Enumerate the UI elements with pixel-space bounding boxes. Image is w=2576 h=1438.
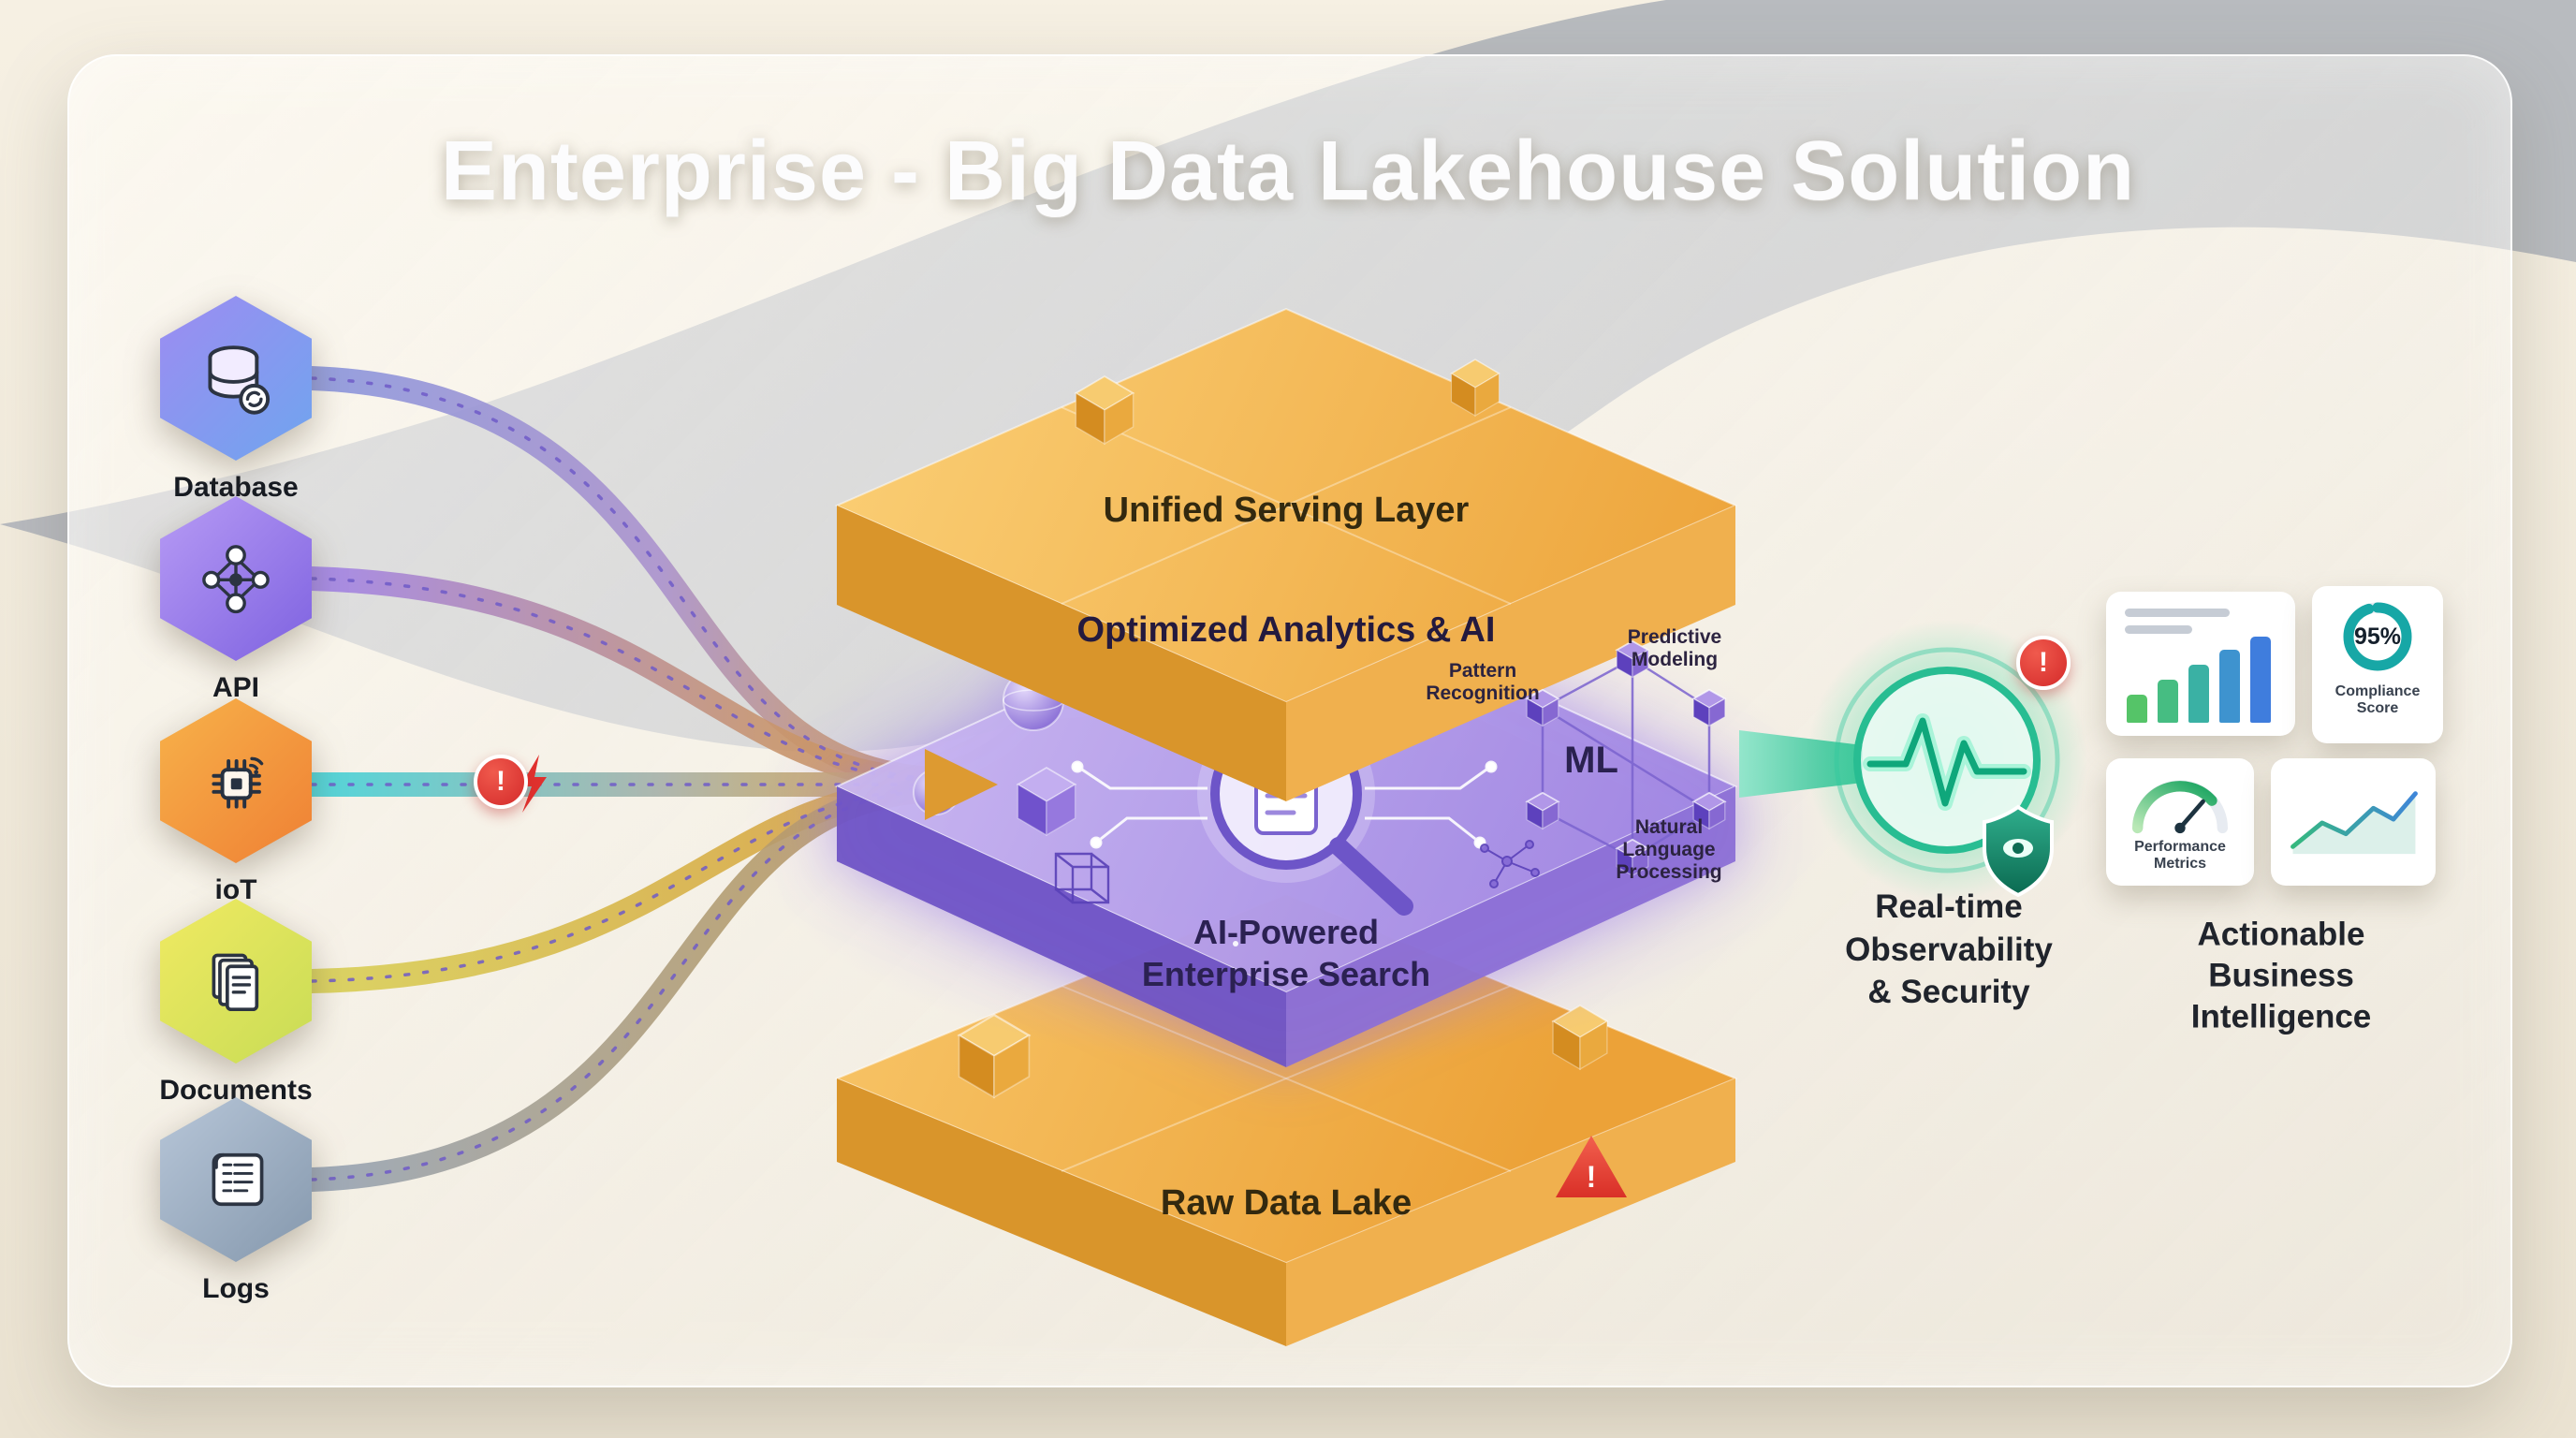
database-hexagon	[160, 296, 312, 461]
logs-scroll-icon	[212, 1152, 264, 1207]
documents-hexagon	[160, 899, 312, 1064]
source-logs: Logs	[133, 1097, 339, 1305]
gauge-icon	[2132, 780, 2228, 834]
source-label-logs: Logs	[202, 1273, 270, 1304]
bar-chart-card	[2106, 592, 2295, 736]
source-api: API	[133, 496, 339, 704]
page-title: Enterprise - Big Data Lakehouse Solution	[440, 125, 2136, 218]
alert-badge-icon: !	[474, 755, 528, 809]
performance-metrics-label: Performance Metrics	[2134, 839, 2226, 873]
text-placeholder-line	[2125, 625, 2192, 634]
compliance-score-value: 95%	[2353, 623, 2402, 650]
line-chart-icon	[2291, 791, 2418, 855]
text-placeholder-line	[2125, 609, 2230, 617]
source-documents: Documents	[133, 899, 339, 1107]
source-database: Database	[133, 296, 339, 504]
documents-icon	[212, 953, 259, 1012]
source-iot: ioT	[133, 698, 339, 906]
alert-badge-icon: !	[2016, 636, 2071, 690]
source-label-api: API	[212, 672, 259, 703]
iot-chip-icon	[212, 756, 264, 809]
compliance-score-card: 95% Compliance Score	[2312, 586, 2443, 743]
trend-chart-card	[2271, 758, 2436, 886]
iot-hexagon	[160, 698, 312, 863]
performance-metrics-card: Performance Metrics	[2106, 758, 2254, 886]
api-network-icon	[202, 545, 270, 614]
bar-chart-icon	[2127, 637, 2271, 723]
compliance-score-label: Compliance Score	[2334, 683, 2421, 717]
database-icon	[208, 345, 271, 415]
api-hexagon	[160, 496, 312, 661]
logs-hexagon	[160, 1097, 312, 1262]
donut-chart-icon	[2343, 602, 2412, 671]
